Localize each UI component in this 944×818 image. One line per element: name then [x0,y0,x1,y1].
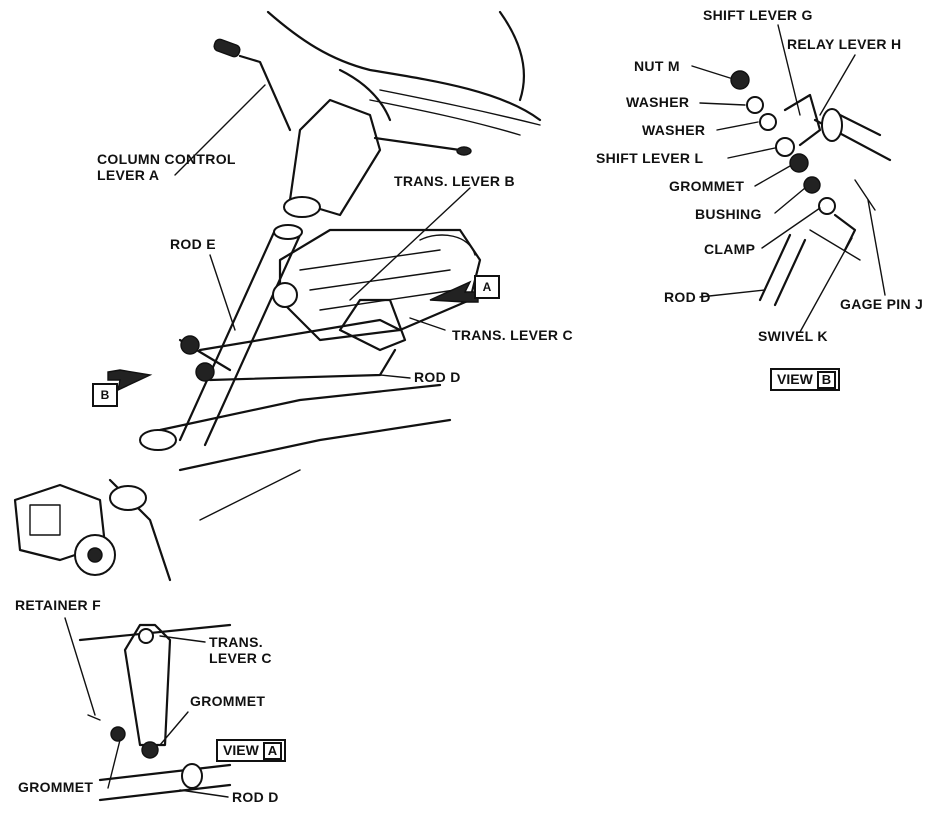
view-a-detail [78,623,232,802]
view-a-letter: A [262,742,283,761]
washer-2-label: WASHER [642,122,706,138]
retainer-f-label: RETAINER F [15,597,101,613]
steering-gear [13,429,177,582]
relay-lever-h-label: RELAY LEVER H [787,36,902,52]
view-b-caption: VIEW B [770,368,841,392]
trans-lever-b-label: TRANS. LEVER B [394,173,515,189]
trans-lever-c-label: TRANS. LEVER C [452,327,573,343]
shift-lever-l-label: SHIFT LEVER L [596,150,704,166]
shift-lever-g-label: SHIFT LEVER G [703,7,813,23]
bushing-label: BUSHING [695,206,762,222]
view-b-detail [730,70,892,307]
view-a-caption: VIEW A [216,739,287,763]
rod-d-label: ROD D [414,369,461,385]
rod-e-label: ROD E [170,236,216,252]
grommet-view-a-upper-label: GROMMET [190,693,266,709]
rod-d-view-a-label: ROD D [232,789,279,805]
transmission [272,228,482,342]
steering-wheel [266,10,542,136]
view-arrows [107,280,479,392]
gage-pin-j-label: GAGE PIN J [840,296,924,312]
view-a-word: VIEW [223,742,259,759]
frame-rail [158,383,452,521]
swivel-k-label: SWIVEL K [758,328,828,344]
rod-d-view-b-label: ROD D [664,289,711,305]
nut-m-label: NUT M [634,58,680,74]
washer-1-label: WASHER [626,94,690,110]
column-control-lever [213,38,292,132]
view-b-word: VIEW [777,371,813,388]
arrow-b-marker: B [92,383,118,407]
clamp-label: CLAMP [704,241,756,257]
grommet-view-b-label: GROMMET [669,178,745,194]
trans-lever-c-view-a-label: TRANS. LEVER C [209,634,272,667]
view-b-letter: B [816,371,837,390]
column-control-lever-label: COLUMN CONTROL LEVER A [97,151,236,184]
leader-lines [64,24,886,798]
arrow-a-marker: A [474,275,500,299]
steering-column [283,98,472,218]
grommet-view-a-lower-label: GROMMET [18,779,94,795]
steering-shaft [178,224,303,447]
